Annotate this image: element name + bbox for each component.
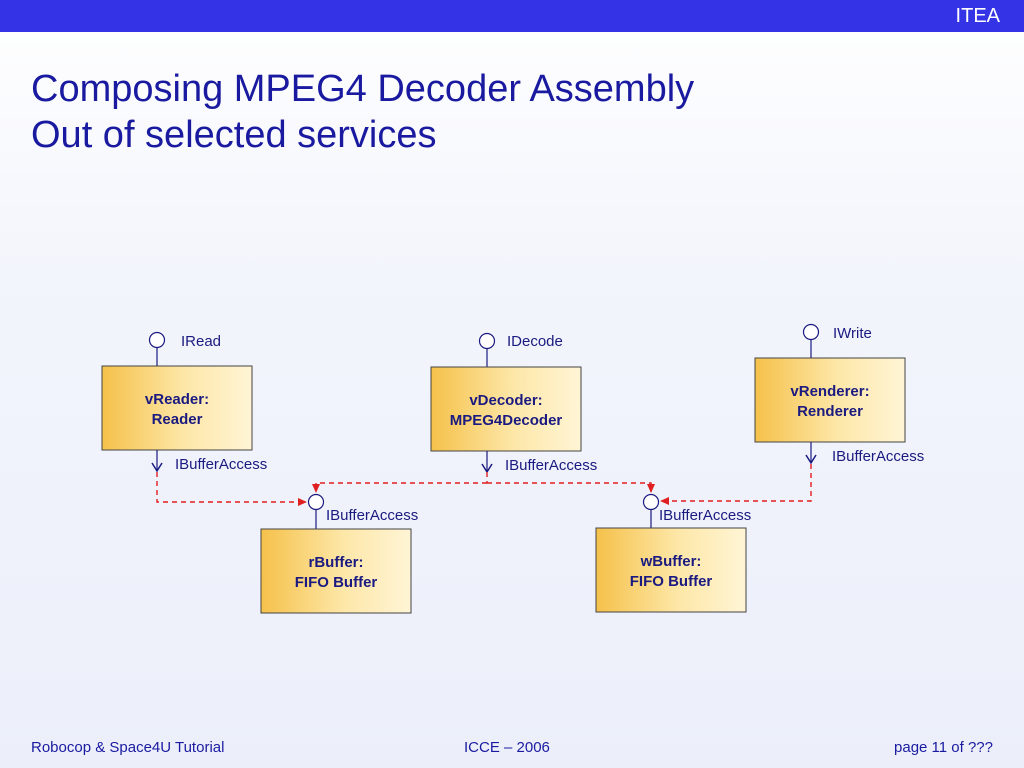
slide-title-line-2: Out of selected services xyxy=(31,114,437,156)
binding-vrenderer-wbuffer xyxy=(660,464,812,505)
header-bar: ITEA xyxy=(0,0,1024,32)
interface-label-iread: IRead xyxy=(181,333,221,350)
interface-label-ibufferaccess: IBufferAccess xyxy=(326,507,418,524)
component-vrenderer: IWrite vRenderer: Renderer IBufferAccess xyxy=(754,323,924,465)
provided-interface-icon xyxy=(148,331,166,349)
component-box xyxy=(430,366,582,452)
component-box xyxy=(101,365,253,451)
provided-interface-icon xyxy=(802,323,820,341)
interface-label-ibufferaccess: IBufferAccess xyxy=(832,448,924,465)
component-type: MPEG4Decoder xyxy=(450,412,563,429)
provided-interface-icon xyxy=(307,493,325,511)
interface-label-ibufferaccess: IBufferAccess xyxy=(175,456,267,473)
brand-label: ITEA xyxy=(955,5,1000,27)
interface-label-ibufferaccess: IBufferAccess xyxy=(505,457,597,474)
component-name: wBuffer: xyxy=(640,553,702,570)
footer-page-number: page 11 of ??? xyxy=(894,739,993,756)
component-type: Reader xyxy=(152,411,203,428)
binding-vdecoder-rbuffer xyxy=(312,482,487,493)
component-rbuffer: IBufferAccess rBuffer: FIFO Buffer xyxy=(260,493,418,614)
footer-event: ICCE – 2006 xyxy=(464,739,550,756)
slide-title-line-1: Composing MPEG4 Decoder Assembly xyxy=(31,68,695,110)
interface-label-idecode: IDecode xyxy=(507,333,563,350)
binding-vreader-rbuffer xyxy=(156,472,307,506)
component-box xyxy=(595,527,747,613)
provided-interface-icon xyxy=(642,493,660,511)
component-type: FIFO Buffer xyxy=(630,573,713,590)
required-interface-icon xyxy=(805,454,817,465)
interface-label-iwrite: IWrite xyxy=(833,325,872,342)
component-name: vRenderer: xyxy=(790,383,869,400)
component-wbuffer: IBufferAccess wBuffer: FIFO Buffer xyxy=(595,493,751,613)
binding-vdecoder-wbuffer xyxy=(487,482,655,493)
component-name: vReader: xyxy=(145,391,209,408)
component-box xyxy=(754,357,906,443)
component-vreader: IRead vReader: Reader IBufferAccess xyxy=(101,331,267,473)
component-name: rBuffer: xyxy=(309,554,364,571)
interface-label-ibufferaccess: IBufferAccess xyxy=(659,507,751,524)
required-interface-icon xyxy=(151,462,163,473)
component-type: FIFO Buffer xyxy=(295,574,378,591)
component-type: Renderer xyxy=(797,403,863,420)
footer-course: Robocop & Space4U Tutorial xyxy=(31,739,225,756)
slide-title: Composing MPEG4 Decoder Assembly Out of … xyxy=(31,66,694,158)
component-box xyxy=(260,528,412,614)
component-vdecoder: IDecode vDecoder: MPEG4Decoder IBufferAc… xyxy=(430,332,597,474)
provided-interface-icon xyxy=(478,332,496,350)
component-name: vDecoder: xyxy=(469,392,542,409)
binding-connectors xyxy=(156,464,812,506)
